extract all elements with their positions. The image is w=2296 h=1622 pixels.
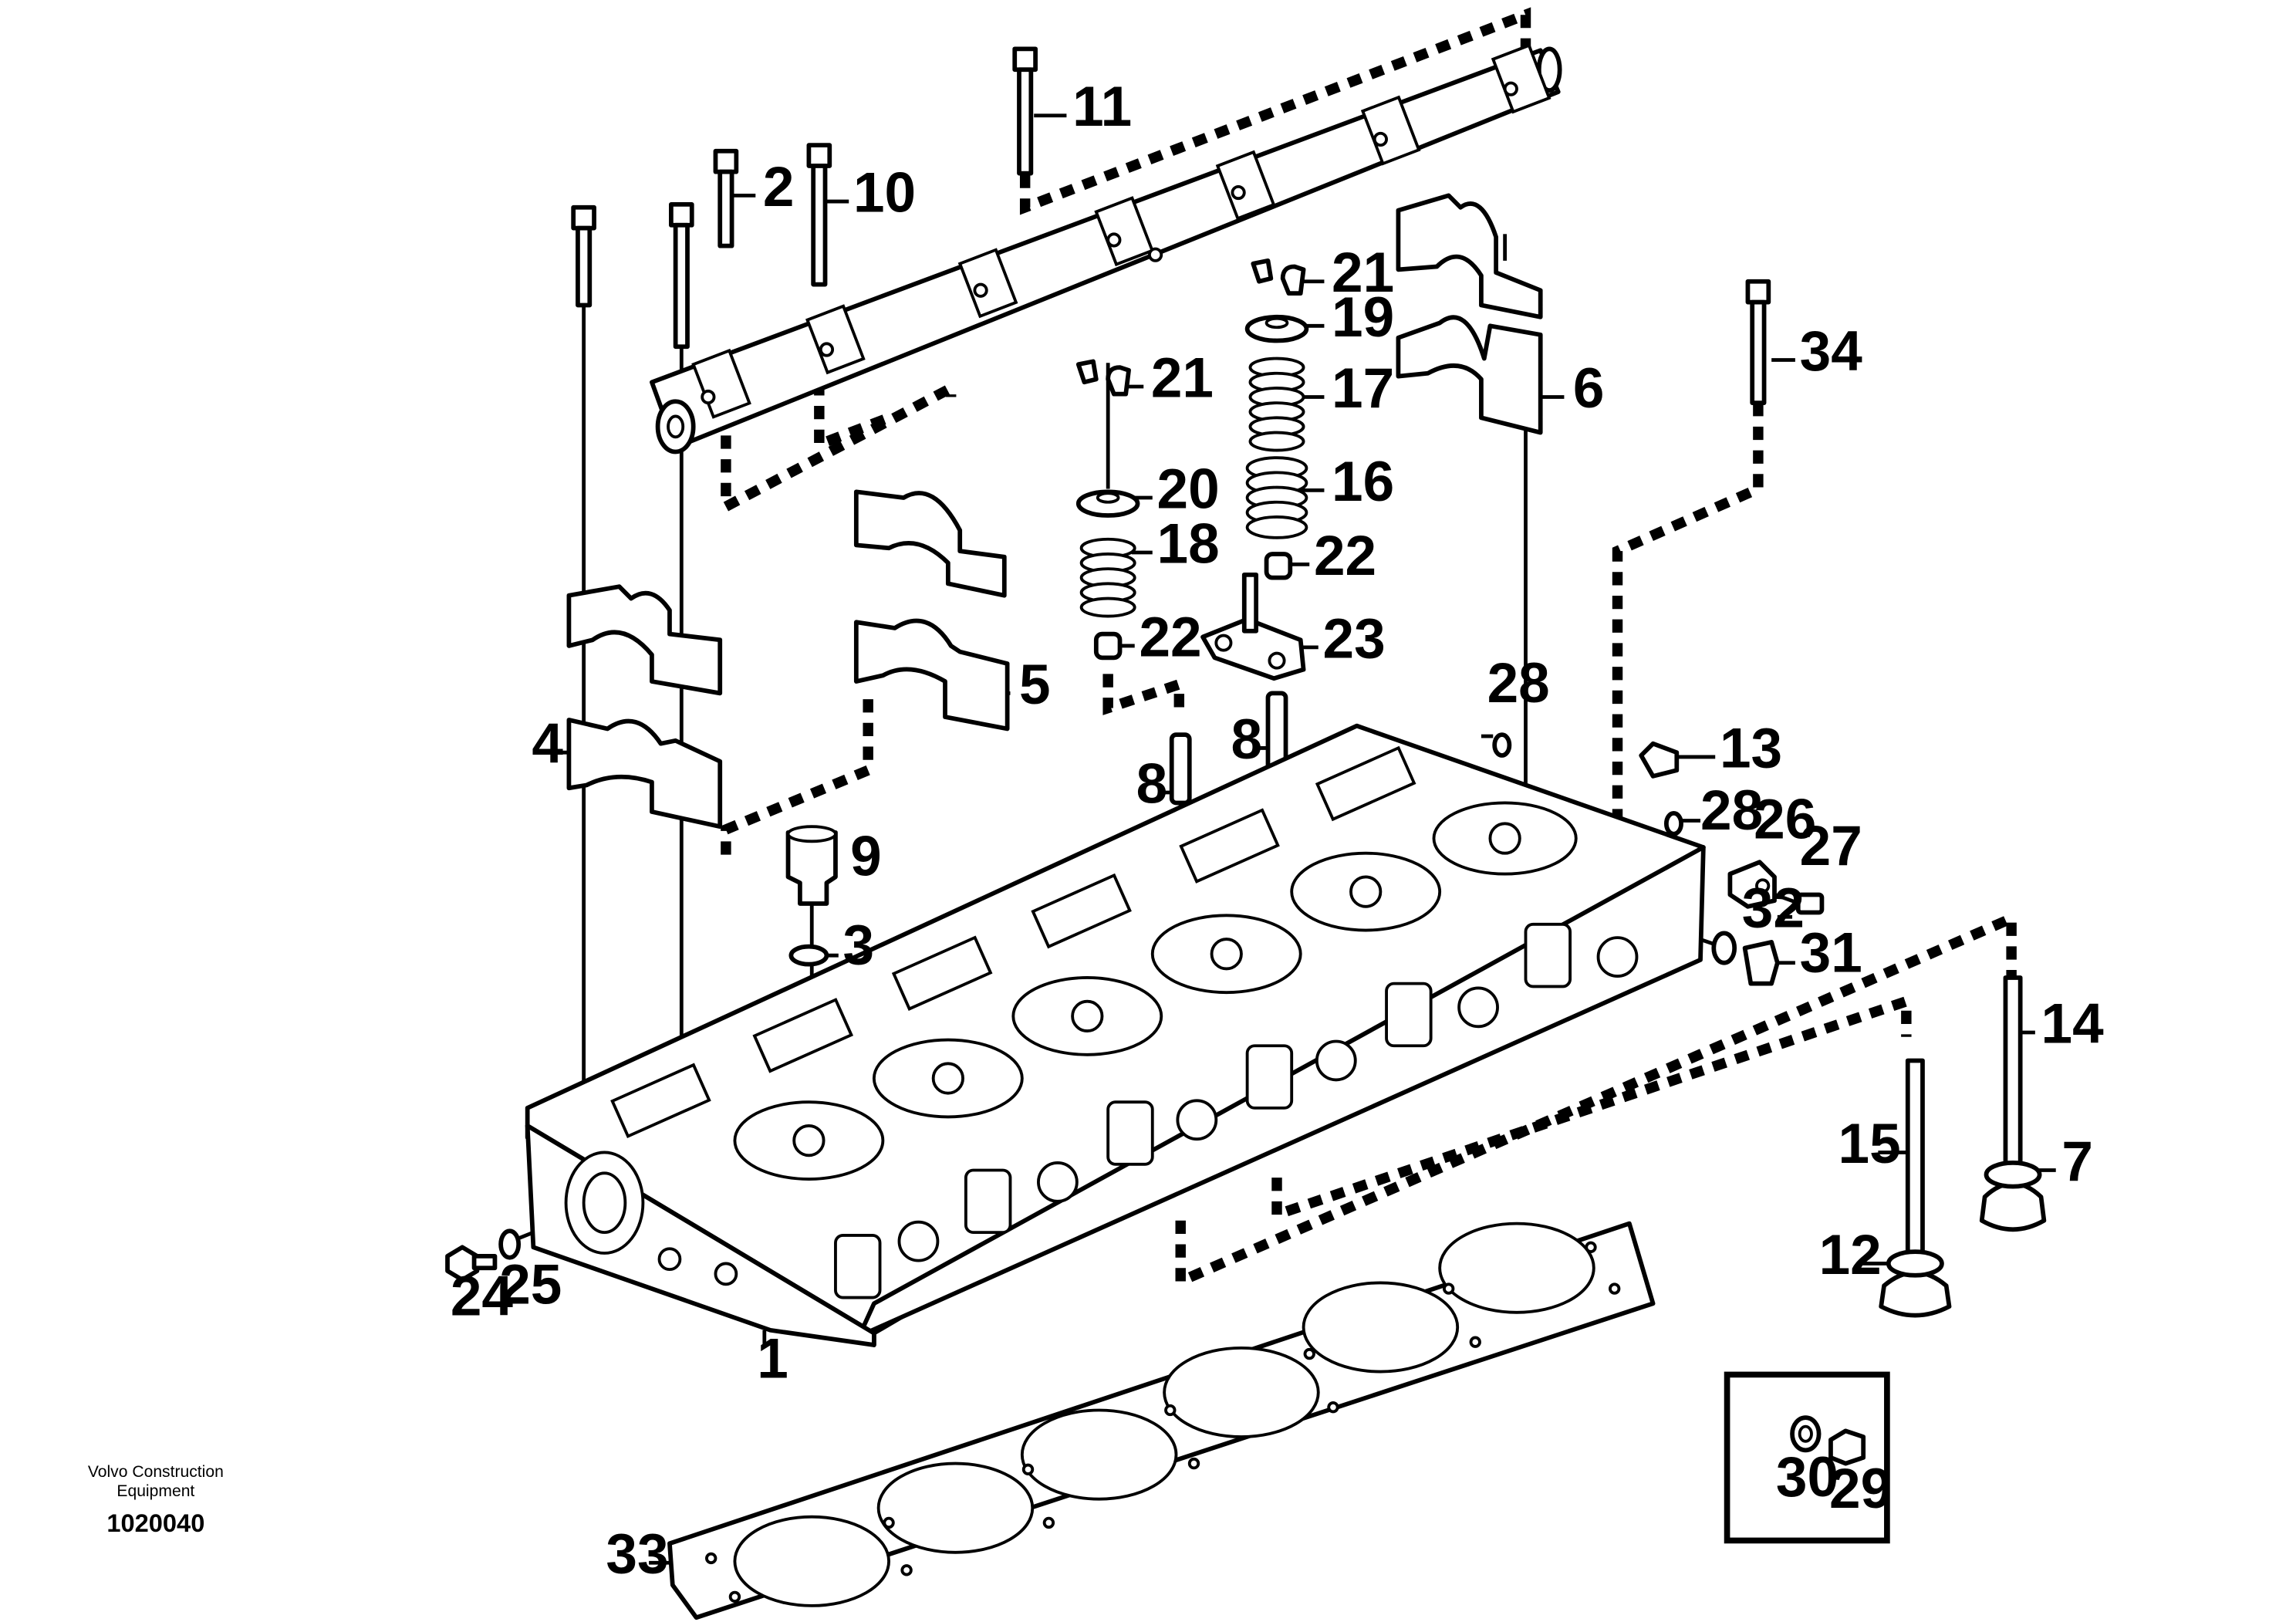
bearing-bracket-5: [853, 489, 1010, 732]
callout-4: 4: [532, 713, 563, 776]
valve-seat-12: [1886, 1249, 1944, 1278]
valve-keepers-21-left: [1075, 359, 1131, 397]
callout-20: 20: [1157, 458, 1220, 520]
callout-22b: 22: [1314, 525, 1376, 587]
bracket-26: [1727, 860, 1777, 909]
washer-30: [1790, 1415, 1822, 1453]
callout-9: 9: [850, 826, 882, 888]
side-ports: [834, 922, 1639, 1299]
valve-guide-8-left: [1169, 732, 1192, 806]
callout-15: 15: [1838, 1113, 1901, 1175]
callout-31: 31: [1800, 921, 1862, 984]
bolts: [571, 46, 1771, 406]
o-ring-28-side: [1663, 811, 1683, 836]
valve-spring-17: [1248, 357, 1305, 452]
callout-1: 1: [757, 1327, 788, 1390]
callout-18: 18: [1157, 512, 1220, 575]
valve-keepers-21-right: [1251, 258, 1306, 296]
injector-bores: [792, 822, 1521, 1157]
callout-12: 12: [1819, 1224, 1882, 1286]
callout-21b: 21: [1332, 242, 1394, 304]
callout-labels: 1 2 3 4 5 6 7 8 8 9 10 11 12 13 14 15 16…: [451, 76, 2104, 1585]
valve-stem-seal-22-right: [1264, 552, 1293, 580]
drawing-number: 1020040: [106, 1509, 204, 1537]
fitting-31: [1742, 940, 1780, 986]
end-face: [564, 1151, 738, 1286]
callout-5: 5: [1019, 654, 1051, 716]
callout-7: 7: [2061, 1130, 2093, 1193]
bolt-34: [1745, 279, 1771, 406]
spring-retainer-20: [1075, 489, 1140, 518]
company-name-line1: Volvo Construction: [88, 1463, 224, 1481]
callout-32: 32: [1742, 877, 1805, 940]
callout-6: 6: [1573, 357, 1605, 420]
callout-25: 25: [499, 1253, 562, 1316]
callout-13: 13: [1720, 717, 1782, 779]
callout-19: 19: [1332, 286, 1394, 349]
callout-22a: 22: [1139, 606, 1201, 668]
inset-box: [1724, 1371, 1890, 1544]
bolt-left-inner: [668, 202, 694, 350]
bearing-bracket-6: [1396, 193, 1543, 435]
o-ring-3: [788, 944, 829, 967]
callout-14: 14: [2041, 992, 2105, 1055]
bolt-2: [713, 148, 739, 248]
valve-spring-16: [1245, 456, 1308, 539]
valve-bridge-23: [1200, 572, 1306, 681]
valve-stem-seal-22-left: [1093, 631, 1123, 661]
o-ring-28-top: [1492, 732, 1512, 758]
footer: Volvo Construction Equipment 1020040: [88, 1463, 224, 1537]
combustion-chambers: [733, 801, 1578, 1181]
callout-16: 16: [1332, 451, 1394, 513]
bolt-24: [445, 1245, 498, 1282]
callout-33: 33: [606, 1523, 668, 1586]
spring-retainer-19: [1244, 314, 1309, 343]
washer-25: [498, 1228, 522, 1260]
callout-3: 3: [843, 914, 875, 977]
valve-14: [1979, 975, 2047, 1232]
company-name-line2: Equipment: [116, 1482, 194, 1500]
callout-17: 17: [1332, 357, 1394, 420]
callout-10: 10: [853, 162, 916, 225]
plug-29: [1828, 1428, 1866, 1466]
injector-sleeve-9: [785, 825, 838, 906]
valve-seat-7: [1984, 1161, 2042, 1189]
bolt-10: [806, 143, 832, 287]
callout-28b: 28: [1700, 779, 1763, 842]
callout-11: 11: [1072, 76, 1132, 138]
callout-30: 30: [1776, 1446, 1838, 1509]
callout-26: 26: [1754, 789, 1816, 851]
callout-2: 2: [763, 156, 795, 218]
callout-24: 24: [451, 1265, 514, 1328]
washer-32: [1711, 931, 1737, 965]
bolt-11: [1012, 46, 1038, 176]
valve-spring-18: [1079, 537, 1136, 618]
callout-8a: 8: [1136, 752, 1168, 815]
callout-8b: 8: [1231, 708, 1262, 771]
cylinder-head-1: [525, 723, 1706, 1347]
head-gasket-33: [667, 1221, 1656, 1620]
callout-23: 23: [1323, 607, 1386, 670]
callout-29: 29: [1829, 1458, 1892, 1520]
rocker-shaft: [650, 43, 1562, 454]
screw-27: [1795, 892, 1825, 915]
bolt-left-outer: [571, 204, 596, 308]
port-windows: [610, 745, 1416, 1139]
plug-13: [1639, 741, 1680, 779]
callout-34: 34: [1800, 320, 1863, 383]
bearing-bracket-4: [566, 584, 723, 830]
callout-28a: 28: [1487, 652, 1550, 715]
callout-21a: 21: [1151, 346, 1214, 409]
callout-27: 27: [1800, 815, 1862, 877]
